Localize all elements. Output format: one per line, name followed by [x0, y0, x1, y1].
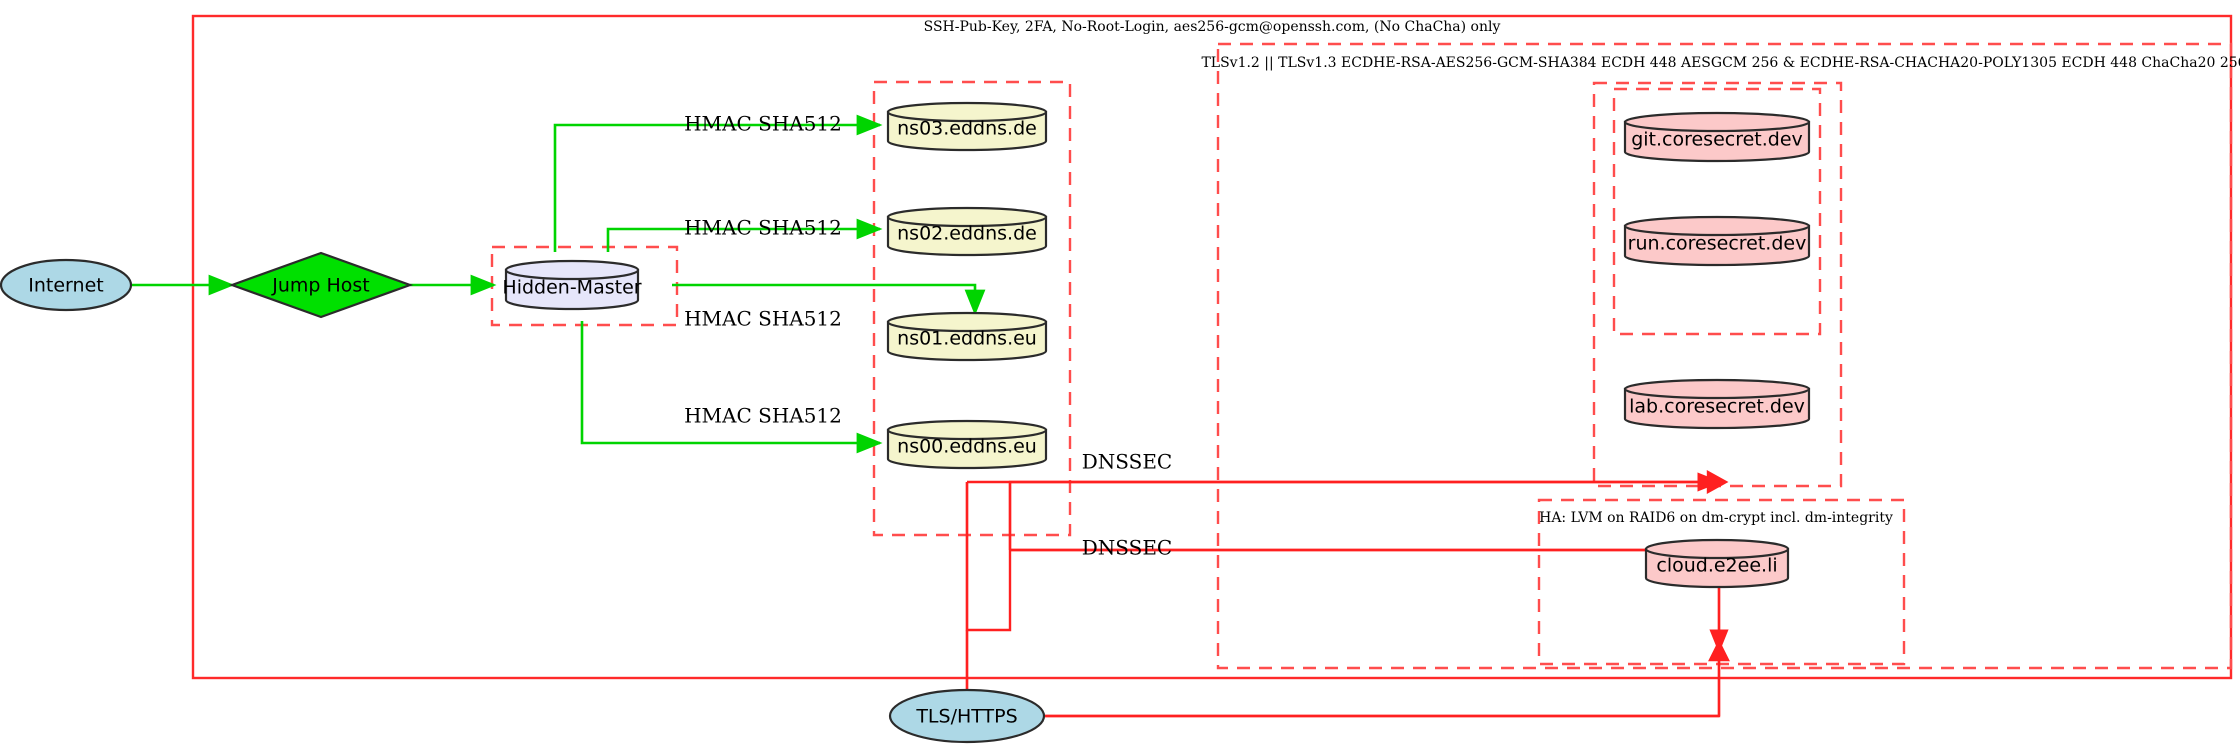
cluster-tls	[1216, 42, 2233, 670]
edge-hiddenmaster-to-ns01	[672, 283, 986, 316]
node-ns03-label: ns03.eddns.de	[897, 118, 1037, 140]
arrowhead-ha	[1708, 639, 1730, 662]
node-ns00-label: ns00.eddns.eu	[897, 436, 1037, 458]
edge-label-hmac-ns02: HMAC SHA512	[684, 216, 842, 240]
cluster-tls-label: TLSv1.2 || TLSv1.3 ECDHE-RSA-AES256-GCM-…	[1201, 55, 2240, 71]
edge-label-dnssec-lower: DNSSEC	[1082, 536, 1173, 560]
node-jump-host[interactable]: Jump Host	[228, 251, 414, 319]
arrowhead-coresecret	[1706, 469, 1729, 495]
node-ns00[interactable]: ns00.eddns.eu	[886, 419, 1048, 470]
edge-hiddenmaster-to-ns00	[580, 321, 883, 454]
edge-hiddenmaster-to-ns02	[606, 218, 883, 252]
node-lab-coresecret-label: lab.coresecret.dev	[1629, 396, 1805, 418]
edge-label-hmac-ns00: HMAC SHA512	[684, 404, 842, 428]
node-internet-label: Internet	[28, 275, 103, 297]
node-run-coresecret[interactable]: run.coresecret.dev	[1623, 215, 1811, 267]
cluster-outer-perimeter	[191, 14, 2233, 680]
node-internet[interactable]: Internet	[0, 258, 133, 312]
node-ns02[interactable]: ns02.eddns.de	[886, 206, 1048, 257]
node-git-coresecret[interactable]: git.coresecret.dev	[1623, 111, 1811, 163]
node-ns03[interactable]: ns03.eddns.de	[886, 101, 1048, 152]
edge-label-hmac-ns01: HMAC SHA512	[684, 307, 842, 331]
cluster-ha-label: HA: LVM on RAID6 on dm-crypt incl. dm-in…	[1539, 510, 1893, 526]
node-lab-coresecret[interactable]: lab.coresecret.dev	[1623, 378, 1811, 430]
edge-label-dnssec-upper: DNSSEC	[1082, 450, 1173, 474]
node-hidden-master-label: Hidden-Master	[502, 277, 641, 299]
cluster-coresecret-inner	[1612, 87, 1822, 336]
cluster-outer-label: SSH-Pub-Key, 2FA, No-Root-Login, aes256-…	[924, 19, 1501, 35]
node-run-coresecret-label: run.coresecret.dev	[1628, 233, 1807, 255]
node-ns01-label: ns01.eddns.eu	[897, 328, 1037, 350]
node-ns02-label: ns02.eddns.de	[897, 223, 1037, 245]
cluster-eddns	[872, 80, 1072, 537]
node-tls-https-label: TLS/HTTPS	[915, 706, 1017, 728]
cluster-ha	[1537, 498, 1906, 666]
node-cloud-e2ee-label: cloud.e2ee.li	[1656, 555, 1777, 577]
node-hidden-master[interactable]: Hidden-Master	[502, 259, 642, 311]
node-tls-https[interactable]: TLS/HTTPS	[888, 688, 1046, 744]
edge-label-hmac-ns03: HMAC SHA512	[684, 112, 842, 136]
node-git-coresecret-label: git.coresecret.dev	[1631, 129, 1803, 151]
node-ns01[interactable]: ns01.eddns.eu	[886, 311, 1048, 362]
node-jump-host-label: Jump Host	[271, 275, 370, 297]
node-cloud-e2ee[interactable]: cloud.e2ee.li	[1644, 538, 1790, 589]
edge-hiddenmaster-to-ns03	[553, 114, 883, 252]
